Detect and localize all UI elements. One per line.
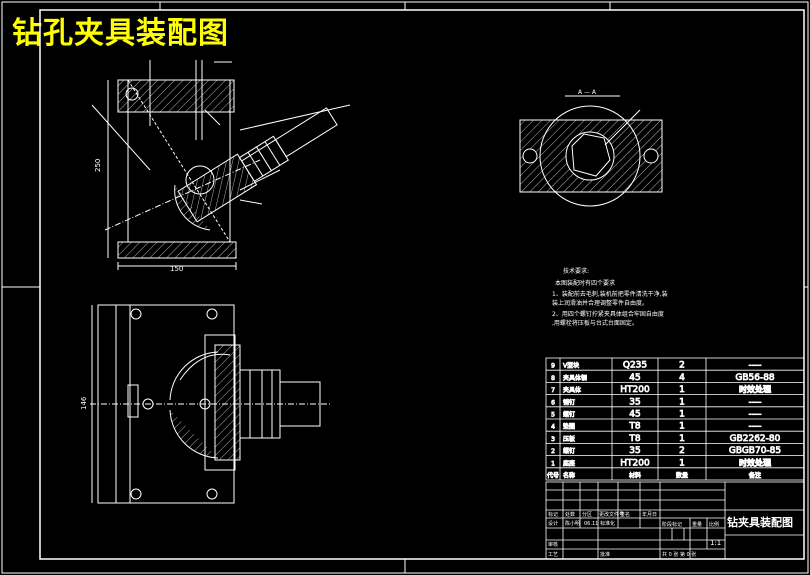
bom-row-6-qty: 1 [679,397,685,407]
weight-label: 重量 [692,521,702,528]
bom-row-9-material: Q235 [623,361,647,371]
bom-row-3-qty: 1 [679,434,685,444]
tech-line-1: 1、装配前去毛刺,装机前把零件清洗干净,装 [552,290,668,298]
tb-r2-1: 陈小明 [565,520,580,527]
bom-row-9-name: V型块 [563,362,579,370]
bom-row-7-name: 夹具体 [563,386,581,394]
tb-r1-5: 年月日 [642,511,657,518]
tb-r2-0: 设计 [548,520,558,527]
bom-row-5-qty: 1 [679,410,685,420]
tech-line-2: 装上润滑油并合理调整零件自由度。 [552,299,648,307]
bom-row-2-note: GBGB70-85 [729,446,781,456]
tb-r1-1: 处数 [565,511,575,518]
bom-row-4-material: T8 [628,422,640,432]
bom-row-1-note: 时效处理 [739,457,771,467]
bom-row-7-qty: 1 [679,385,685,395]
bom-header-name: 名称 [563,472,575,480]
bom-header-qty: 数量 [676,472,688,480]
title-block [545,481,805,560]
bom-row-7-no: 7 [551,387,555,394]
tech-requirements: 技术要求: 本图装配时有四个要求 1、装配前去毛刺,装机前把零件清洗干净,装 装… [552,267,668,327]
bom-row-7-material: HT200 [620,385,650,395]
bom-row-3-no: 3 [551,436,555,443]
bom-row-8-material: 45 [629,373,640,383]
tech-heading: 技术要求: [563,267,589,275]
drawing-title: 钻孔夹具装配图 [12,16,229,51]
tb-r1-3: 更改文件号 [599,511,624,518]
bom-row-9-no: 9 [551,363,555,370]
review-label: 审核 [548,541,558,548]
height-dim: 250 [94,159,102,172]
bom-row-1-no: 1 [551,460,555,467]
bom-header-no: 代号 [547,472,559,480]
process-label: 工艺 [548,552,558,558]
tb-r2-3: 标准化 [600,520,615,527]
bom-row-1-qty: 1 [679,458,685,468]
bom-header-material: 材料 [629,472,641,480]
bom-row-5-name: 螺钉 [563,411,575,419]
sheets-label: 共 0 张 第 0 张 [662,551,696,558]
bom-row-1-name: 底座 [563,459,575,467]
front-view [91,60,351,270]
bom-row-9-note: ---- [749,361,762,371]
tb-r2-2: 06.11 [584,521,598,527]
height-dim-2: 146 [80,396,88,410]
bom-row-4-qty: 1 [679,422,685,432]
bom-row-5-material: 45 [629,410,640,420]
bom-row-4-note: ---- [749,422,762,432]
bom-row-6-name: 销钉 [563,398,575,406]
bom-row-8-no: 8 [551,375,555,382]
scale-value: 1:1 [710,539,721,547]
bom-row-6-material: 35 [629,397,640,407]
bom-row-2-name: 螺钉 [563,447,575,455]
title-block-text: 钻夹具装配图 标记 处数 分区 更改文件号 签名 年月日 设计 陈小明 06.1… [548,511,793,558]
bom-row-8-name: 夹具体钢 [563,374,587,382]
bom-row-8-qty: 4 [679,373,685,383]
bom-row-4-name: 垫圈 [563,423,575,431]
section-view [519,95,663,207]
bom-row-5-note: ---- [749,410,762,420]
tech-line-4: ,用螺栓将压板与台式台面固定。 [552,319,638,327]
bom-header-note: 备注 [748,472,761,480]
bom-row-6-note: ---- [749,397,762,407]
bom-row-2-no: 2 [551,448,555,455]
tech-line-0: 本图装配时有四个要求 [555,279,615,287]
bom-row-4-no: 4 [551,424,555,431]
scale-label: 比例 [709,521,719,528]
bom-row-3-material: T8 [628,434,640,444]
tb-r1-4: 签名 [620,511,630,518]
section-label: A — A [578,89,597,96]
bom-row-9-qty: 2 [679,361,685,371]
drawing-name: 钻夹具装配图 [727,515,793,529]
bom-row-6-no: 6 [551,399,555,406]
bom-row-2-qty: 2 [679,446,685,456]
bom-row-1-material: HT200 [620,458,650,468]
bom-row-2-material: 35 [629,446,640,456]
top-view [90,304,330,504]
tb-r1-0: 标记 [548,511,558,518]
bom-row-3-note: GB2262-80 [730,434,781,444]
bom-row-7-note: 时效处理 [739,384,771,394]
tb-r1-2: 分区 [582,511,592,518]
tech-line-3: 2、用四个螺钉拧紧夹具体组合牢固自由度 [552,310,664,318]
bom-row-3-name: 压板 [563,435,575,443]
bom-row-8-note: GB56-88 [735,373,775,383]
approve-label: 批准 [600,551,610,558]
width-dim: 150 [170,265,183,273]
stage-label: 阶段标记 [662,521,682,528]
bom-row-5-no: 5 [551,412,555,419]
